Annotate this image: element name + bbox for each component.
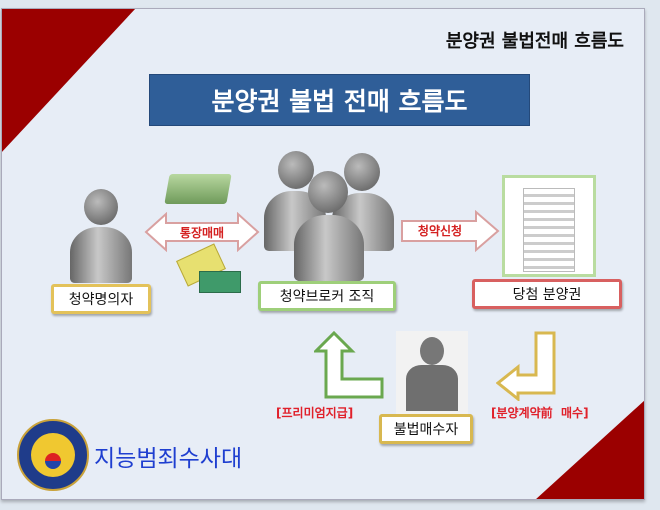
label-premium: [프리미엄지급] [276, 406, 354, 420]
node-nominee: 청약명의자 [51, 284, 151, 314]
banner-title: 분양권 불법 전매 흐름도 [149, 74, 530, 126]
building-icon [502, 175, 596, 277]
right-arrow-icon [401, 210, 500, 252]
node-broker: 청약브로커 조직 [258, 281, 396, 311]
slide: 분양권 불법전매 흐름도 분양권 불법 전매 흐름도 청약명의자 통장매매 청약… [1, 8, 645, 500]
money-icon [164, 174, 232, 204]
arrow-label-application: 청약신청 [417, 223, 463, 238]
double-arrow-icon [144, 212, 260, 252]
police-emblem-logo [17, 419, 89, 491]
person-icon [70, 189, 132, 284]
label-pre-contract: [분양계약前 매수] [491, 406, 589, 420]
arrow-label-bankbook-trade: 통장매매 [179, 225, 225, 240]
up-turn-arrow-icon [314, 331, 384, 399]
bankbook-icon [199, 271, 241, 293]
slide-title: 분양권 불법전매 흐름도 [445, 31, 624, 52]
org-name: 지능범죄수사대 [94, 446, 243, 472]
node-illegal-buyer: 불법매수자 [379, 414, 473, 444]
group-icon [264, 151, 394, 291]
buyer-photo [396, 331, 468, 415]
corner-decoration [2, 9, 136, 153]
node-winning-ticket: 당첨 분양권 [472, 279, 622, 309]
down-turn-arrow-icon [496, 331, 556, 401]
